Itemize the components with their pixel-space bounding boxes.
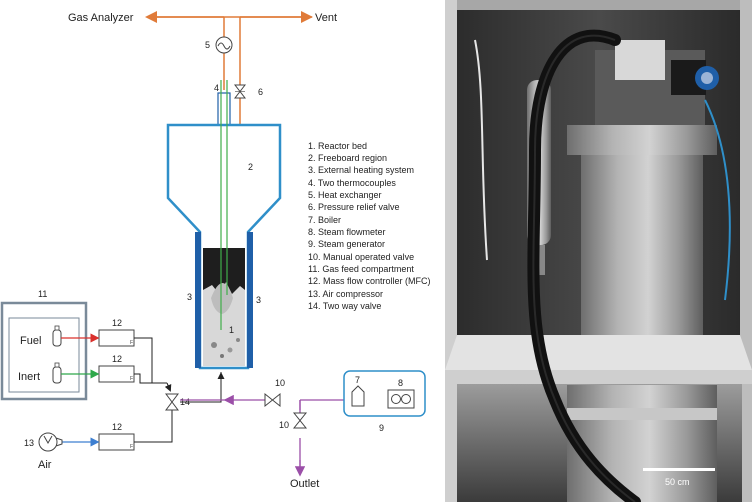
svg-text:F: F (130, 376, 133, 382)
label-3-left: 3 (187, 292, 192, 302)
svg-text:F: F (130, 444, 133, 450)
air-compressor-icon (38, 432, 63, 452)
label-8: 8 (398, 378, 403, 388)
scale-bar-label: 50 cm (665, 477, 690, 487)
legend-item-11: 11. Gas feed compartment (308, 264, 414, 274)
label-1: 1 (229, 325, 234, 335)
shelf (445, 335, 752, 370)
label-10-top: 10 (275, 378, 285, 388)
label-12-fuel: 12 (112, 318, 122, 328)
legend-item-2: 2. Freeboard region (308, 153, 387, 163)
label-14: 14 (180, 397, 190, 407)
label-2: 2 (248, 162, 253, 172)
manual-valve-vertical (292, 412, 308, 429)
heater-left (195, 232, 201, 368)
legend-item-10: 10. Manual operated valve (308, 252, 414, 262)
reactor-photo: 50 cm (445, 0, 752, 502)
legend: 1. Reactor bed 2. Freeboard region 3. Ex… (308, 141, 431, 311)
mfc-air: F (98, 433, 135, 451)
label-7: 7 (355, 375, 360, 385)
legend-item-13: 13. Air compressor (308, 289, 383, 299)
legend-item-7: 7. Boiler (308, 215, 341, 225)
label-5: 5 (205, 40, 210, 50)
mfc-fuel: F (98, 329, 135, 347)
label-13: 13 (24, 438, 34, 448)
reactor-flange (567, 125, 717, 155)
svg-text:F: F (130, 340, 133, 346)
legend-item-1: 1. Reactor bed (308, 141, 367, 151)
label-9: 9 (379, 423, 384, 433)
label-12-inert: 12 (112, 354, 122, 364)
pressure-relief-valve (233, 84, 247, 99)
label-10-bottom: 10 (279, 420, 289, 430)
mfc-inert: F (98, 365, 135, 383)
label-12-air: 12 (112, 422, 122, 432)
steam-flowmeter-icon (387, 389, 415, 409)
reactor-bed (203, 248, 245, 366)
air-label: Air (38, 459, 52, 471)
scale-bar (643, 468, 715, 471)
legend-item-6: 6. Pressure relief valve (308, 202, 400, 212)
label-3-right: 3 (256, 295, 261, 305)
vent-label: Vent (315, 12, 337, 24)
legend-item-3: 3. External heating system (308, 165, 414, 175)
fuel-label: Fuel (20, 335, 41, 347)
legend-item-12: 12. Mass flow controller (MFC) (308, 276, 431, 286)
reactor-vessel (581, 155, 703, 355)
legend-item-14: 14. Two way valve (308, 301, 381, 311)
legend-item-5: 5. Heat exchanger (308, 190, 382, 200)
legend-item-9: 9. Steam generator (308, 239, 385, 249)
heat-exchanger (215, 36, 233, 54)
manual-valve-horizontal (264, 392, 281, 408)
label-6: 6 (258, 87, 263, 97)
gas-outlet-lines (145, 11, 313, 125)
fuel-bottle-icon (52, 325, 62, 347)
heater-right (247, 232, 253, 368)
legend-item-8: 8. Steam flowmeter (308, 227, 386, 237)
gas-feed-compartment (0, 301, 88, 401)
process-schematic: Gas Analyzer Vent 5 6 4 2 3 3 1 11 (0, 11, 431, 490)
compartment-inner (8, 317, 80, 393)
outlet-label: Outlet (290, 478, 319, 490)
two-way-valve (165, 393, 179, 411)
label-11: 11 (38, 289, 47, 299)
lower-reactor-section (567, 385, 717, 502)
inert-bottle-icon (52, 362, 62, 384)
label-4: 4 (214, 83, 219, 93)
gas-analyzer-label: Gas Analyzer (68, 12, 134, 24)
boiler-icon (351, 385, 365, 407)
inert-label: Inert (18, 371, 40, 383)
legend-item-4: 4. Two thermocouples (308, 178, 396, 188)
thermocouple-housing (217, 92, 231, 126)
